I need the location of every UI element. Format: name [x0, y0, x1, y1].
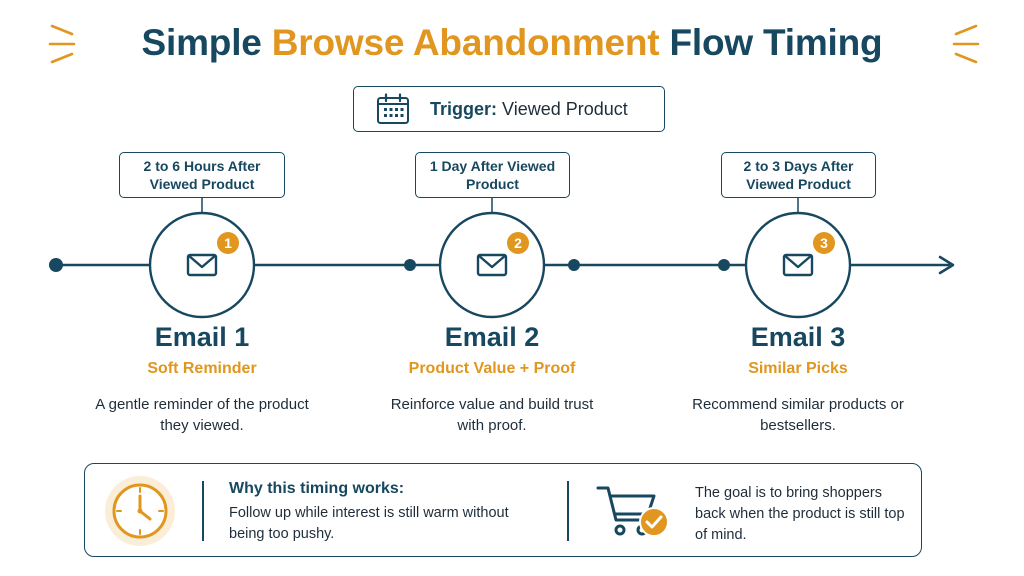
title-part-1: Simple	[141, 22, 272, 63]
clock-icon	[105, 476, 175, 546]
cart-check-icon	[596, 486, 669, 537]
why-heading: Why this timing works:	[229, 480, 405, 497]
step-1-title: Email 1	[154, 322, 250, 352]
timeline-dot	[568, 259, 580, 271]
step-3-description: Recommend similar products or bestseller…	[692, 396, 904, 434]
step-3-node: 3	[744, 211, 852, 319]
title-part-2: Browse Abandonment	[271, 22, 660, 63]
step-1-subtitle: Soft Reminder	[147, 360, 257, 377]
burst-right-icon	[952, 24, 980, 64]
title-part-3: Flow Timing	[659, 22, 883, 63]
step-1-timing: 2 to 6 Hours After Viewed Product	[119, 152, 285, 198]
step-3-badge: 3	[820, 235, 828, 251]
step-2-description: Reinforce value and build trust with pro…	[390, 396, 594, 434]
trigger-text: Trigger: Viewed Product	[430, 99, 628, 120]
step-2-subtitle: Product Value + Proof	[408, 360, 576, 377]
timeline-arrowhead	[938, 255, 955, 275]
info-panel	[84, 463, 922, 557]
burst-left-icon	[48, 24, 76, 64]
timeline-start-dot	[49, 258, 63, 272]
timeline-dot	[718, 259, 730, 271]
step-3-subtitle: Similar Picks	[748, 360, 848, 377]
step-1-badge: 1	[224, 235, 232, 251]
goal-text: The goal is to bring shoppers back when …	[695, 485, 905, 543]
step-2-title: Email 2	[444, 322, 540, 352]
panel-divider	[567, 481, 569, 541]
step-2-timing: 1 Day After Viewed Product	[415, 152, 570, 198]
envelope-icon	[782, 253, 814, 277]
step-1-description: A gentle reminder of the product they vi…	[95, 396, 309, 434]
step-3-timing: 2 to 3 Days After Viewed Product	[721, 152, 876, 198]
trigger-value: Viewed Product	[497, 98, 628, 119]
calendar-icon	[377, 93, 409, 124]
trigger-label: Trigger:	[430, 98, 498, 119]
envelope-icon	[186, 253, 218, 277]
step-1-node: 1	[148, 211, 256, 319]
panel-divider	[202, 481, 204, 541]
step-3-title: Email 3	[750, 322, 846, 352]
page-title: Simple Browse Abandonment Flow Timing	[0, 22, 1024, 64]
envelope-icon	[476, 253, 508, 277]
step-2-badge: 2	[514, 235, 522, 251]
timeline-dot	[404, 259, 416, 271]
trigger-box: Trigger: Viewed Product	[353, 86, 665, 132]
why-text: Follow up while interest is still warm w…	[229, 505, 509, 542]
step-2-node: 2	[438, 211, 546, 319]
